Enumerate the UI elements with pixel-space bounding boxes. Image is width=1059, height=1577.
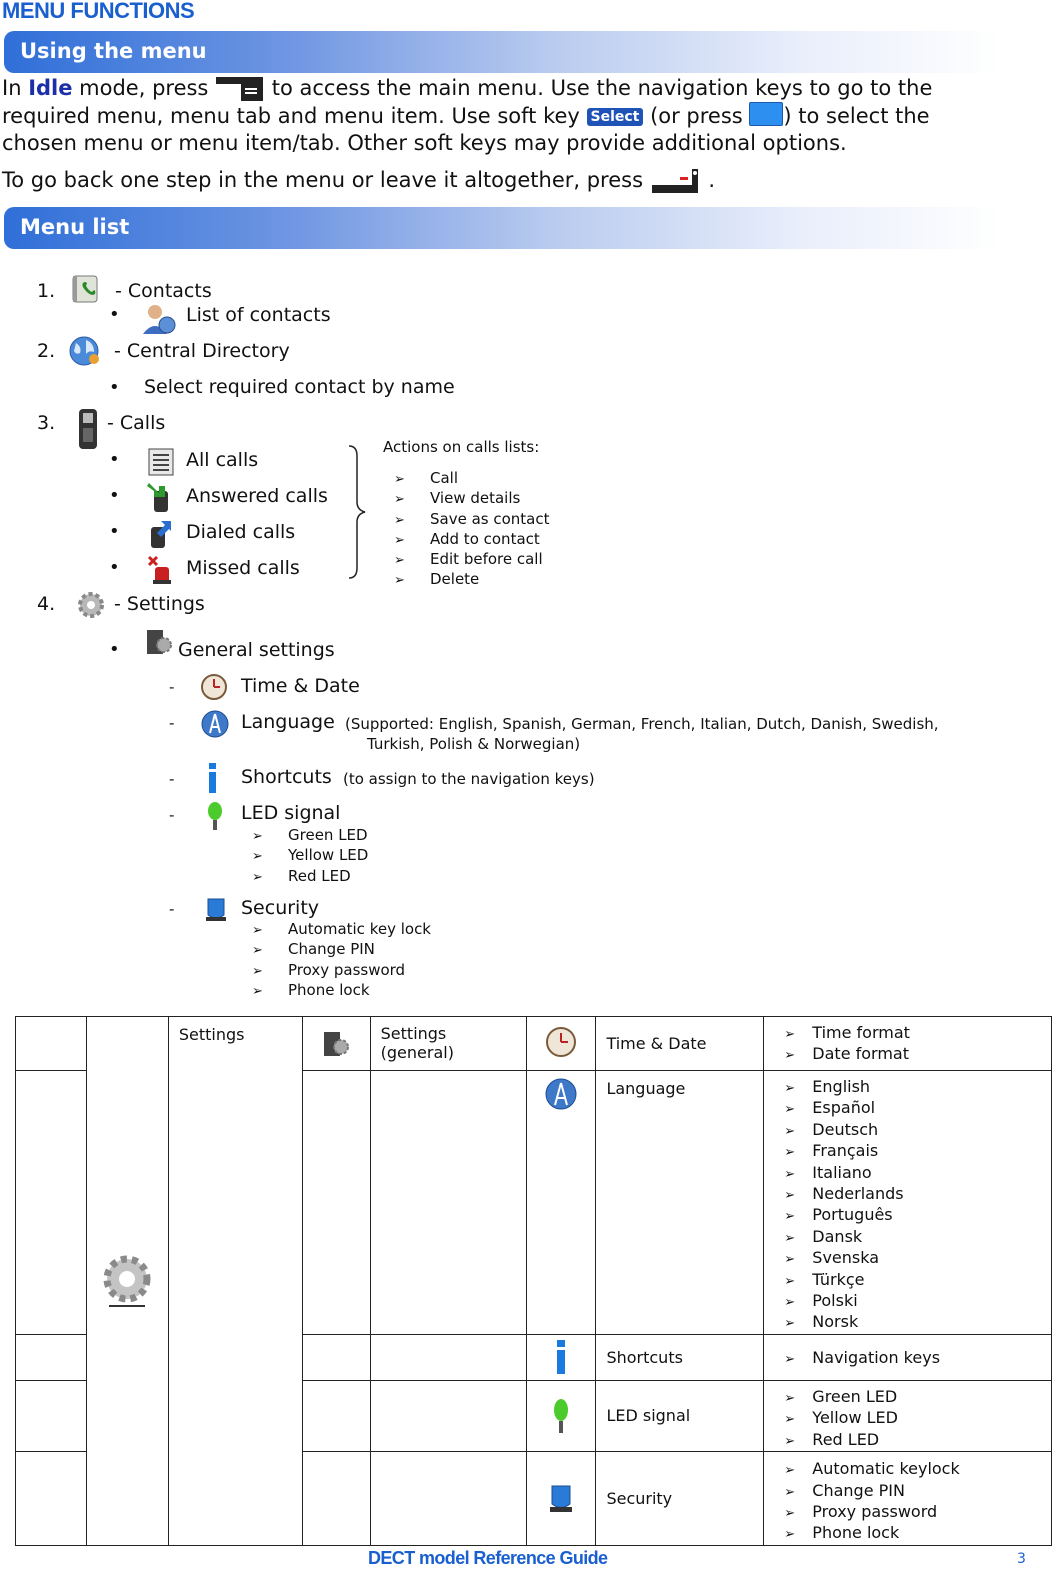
- end-call-key-icon: [650, 167, 702, 195]
- menu-key-icon: [215, 76, 265, 102]
- security-icon: [525, 1451, 597, 1546]
- contacts-book-icon: [70, 275, 100, 303]
- gear-icon: [85, 1016, 169, 1546]
- led-options-list: Green LED Yellow LED Red LED: [252, 826, 368, 887]
- table-row: Language English Español Deutsch Françai…: [15, 1070, 1052, 1335]
- page-number: 3: [1017, 1551, 1026, 1567]
- contact-person-icon: [141, 303, 177, 335]
- table-language: Language: [606, 1079, 686, 1098]
- menu-general-settings: General settings: [178, 639, 335, 661]
- language-note: (Supported: English, Spanish, German, Fr…: [345, 715, 939, 733]
- globe-icon: [68, 335, 102, 367]
- info-icon: [525, 1333, 597, 1381]
- settings-table: Settings Settings (general) Time & Date …: [15, 1016, 1052, 1546]
- shortcuts-options: Navigation keys: [764, 1346, 1051, 1369]
- menu-list-of-contacts: List of contacts: [186, 304, 331, 326]
- table-settings-label: Settings: [178, 1025, 245, 1044]
- menu-led-signal: LED signal: [241, 802, 341, 824]
- dialed-calls-icon: [145, 517, 177, 549]
- security-icon: [203, 895, 229, 923]
- brace-icon: [345, 444, 371, 580]
- all-calls-icon: [145, 446, 177, 476]
- gear-icon: [75, 589, 107, 621]
- table-row: LED signal Green LED Yellow LED Red LED: [15, 1379, 1052, 1453]
- info-icon: [205, 762, 221, 794]
- menu-time-date: Time & Date: [241, 675, 360, 697]
- general-settings-icon: [144, 627, 174, 657]
- footer-title: DECT model Reference Guide: [368, 1548, 608, 1568]
- phone-icon: [76, 408, 100, 450]
- language-note-2: Turkish, Polish & Norwegian): [367, 735, 581, 753]
- actions-title: Actions on calls lists:: [383, 438, 540, 456]
- clock-icon: [200, 672, 228, 702]
- table-row: Shortcuts Navigation keys: [15, 1333, 1052, 1381]
- security-options-list: Automatic key lock Change PIN Proxy pass…: [252, 920, 431, 1001]
- table-shortcuts: Shortcuts: [606, 1347, 683, 1367]
- menu-shortcuts: Shortcuts: [241, 766, 332, 788]
- select-key-icon: Select: [586, 108, 644, 126]
- general-settings-icon: [301, 1016, 371, 1071]
- menu-central-directory: - Central Directory: [114, 340, 290, 362]
- intro-paragraph: In Idle mode, press to access the main m…: [2, 76, 933, 155]
- language-options: English Español Deutsch Français Italian…: [764, 1071, 1051, 1334]
- menu-calls: - Calls: [107, 412, 166, 434]
- language-icon: [525, 1070, 597, 1335]
- page-title: MENU FUNCTIONS: [2, 0, 195, 23]
- led-options: Green LED Yellow LED Red LED: [764, 1381, 1051, 1451]
- menu-contacts: - Contacts: [115, 280, 212, 302]
- menu-settings: - Settings: [114, 593, 205, 615]
- shortcuts-note: (to assign to the navigation keys): [343, 770, 595, 788]
- missed-calls-icon: [145, 553, 177, 585]
- menu-answered-calls: Answered calls: [186, 485, 328, 507]
- time-date-options: Time format Date format: [764, 1017, 1051, 1066]
- led-icon: [525, 1379, 597, 1453]
- table-row: Settings Settings (general) Time & Date …: [15, 1016, 1052, 1546]
- table-security: Security: [606, 1488, 673, 1508]
- menu-language: Language: [241, 711, 335, 733]
- back-paragraph: To go back one step in the menu or leave…: [2, 167, 1042, 195]
- table-row: Security Automatic keylock Change PIN Pr…: [15, 1451, 1052, 1546]
- table-general-label: Settings (general): [380, 1024, 454, 1062]
- language-icon: [200, 709, 230, 739]
- menu-security: Security: [241, 897, 320, 919]
- answered-calls-icon: [145, 481, 177, 513]
- clock-icon: [525, 1016, 597, 1071]
- menu-all-calls: All calls: [186, 449, 259, 471]
- table-led-signal: LED signal: [606, 1406, 691, 1426]
- menu-select-contact: Select required contact by name: [144, 376, 455, 398]
- menu-missed-calls: Missed calls: [186, 557, 300, 579]
- section-title: Menu list: [20, 215, 130, 239]
- table-time-date: Time & Date: [606, 1034, 707, 1053]
- section-title: Using the menu: [20, 39, 207, 63]
- section-banner-using-menu: Using the menu: [4, 31, 1000, 73]
- call-actions-list: Call View details Save as contact Add to…: [394, 469, 550, 591]
- section-banner-menu-list: Menu list: [4, 207, 1000, 249]
- led-icon: [205, 800, 225, 832]
- navigation-key-icon: [749, 102, 784, 126]
- security-options: Automatic keylock Change PIN Proxy passw…: [764, 1452, 1051, 1545]
- menu-dialed-calls: Dialed calls: [186, 521, 296, 543]
